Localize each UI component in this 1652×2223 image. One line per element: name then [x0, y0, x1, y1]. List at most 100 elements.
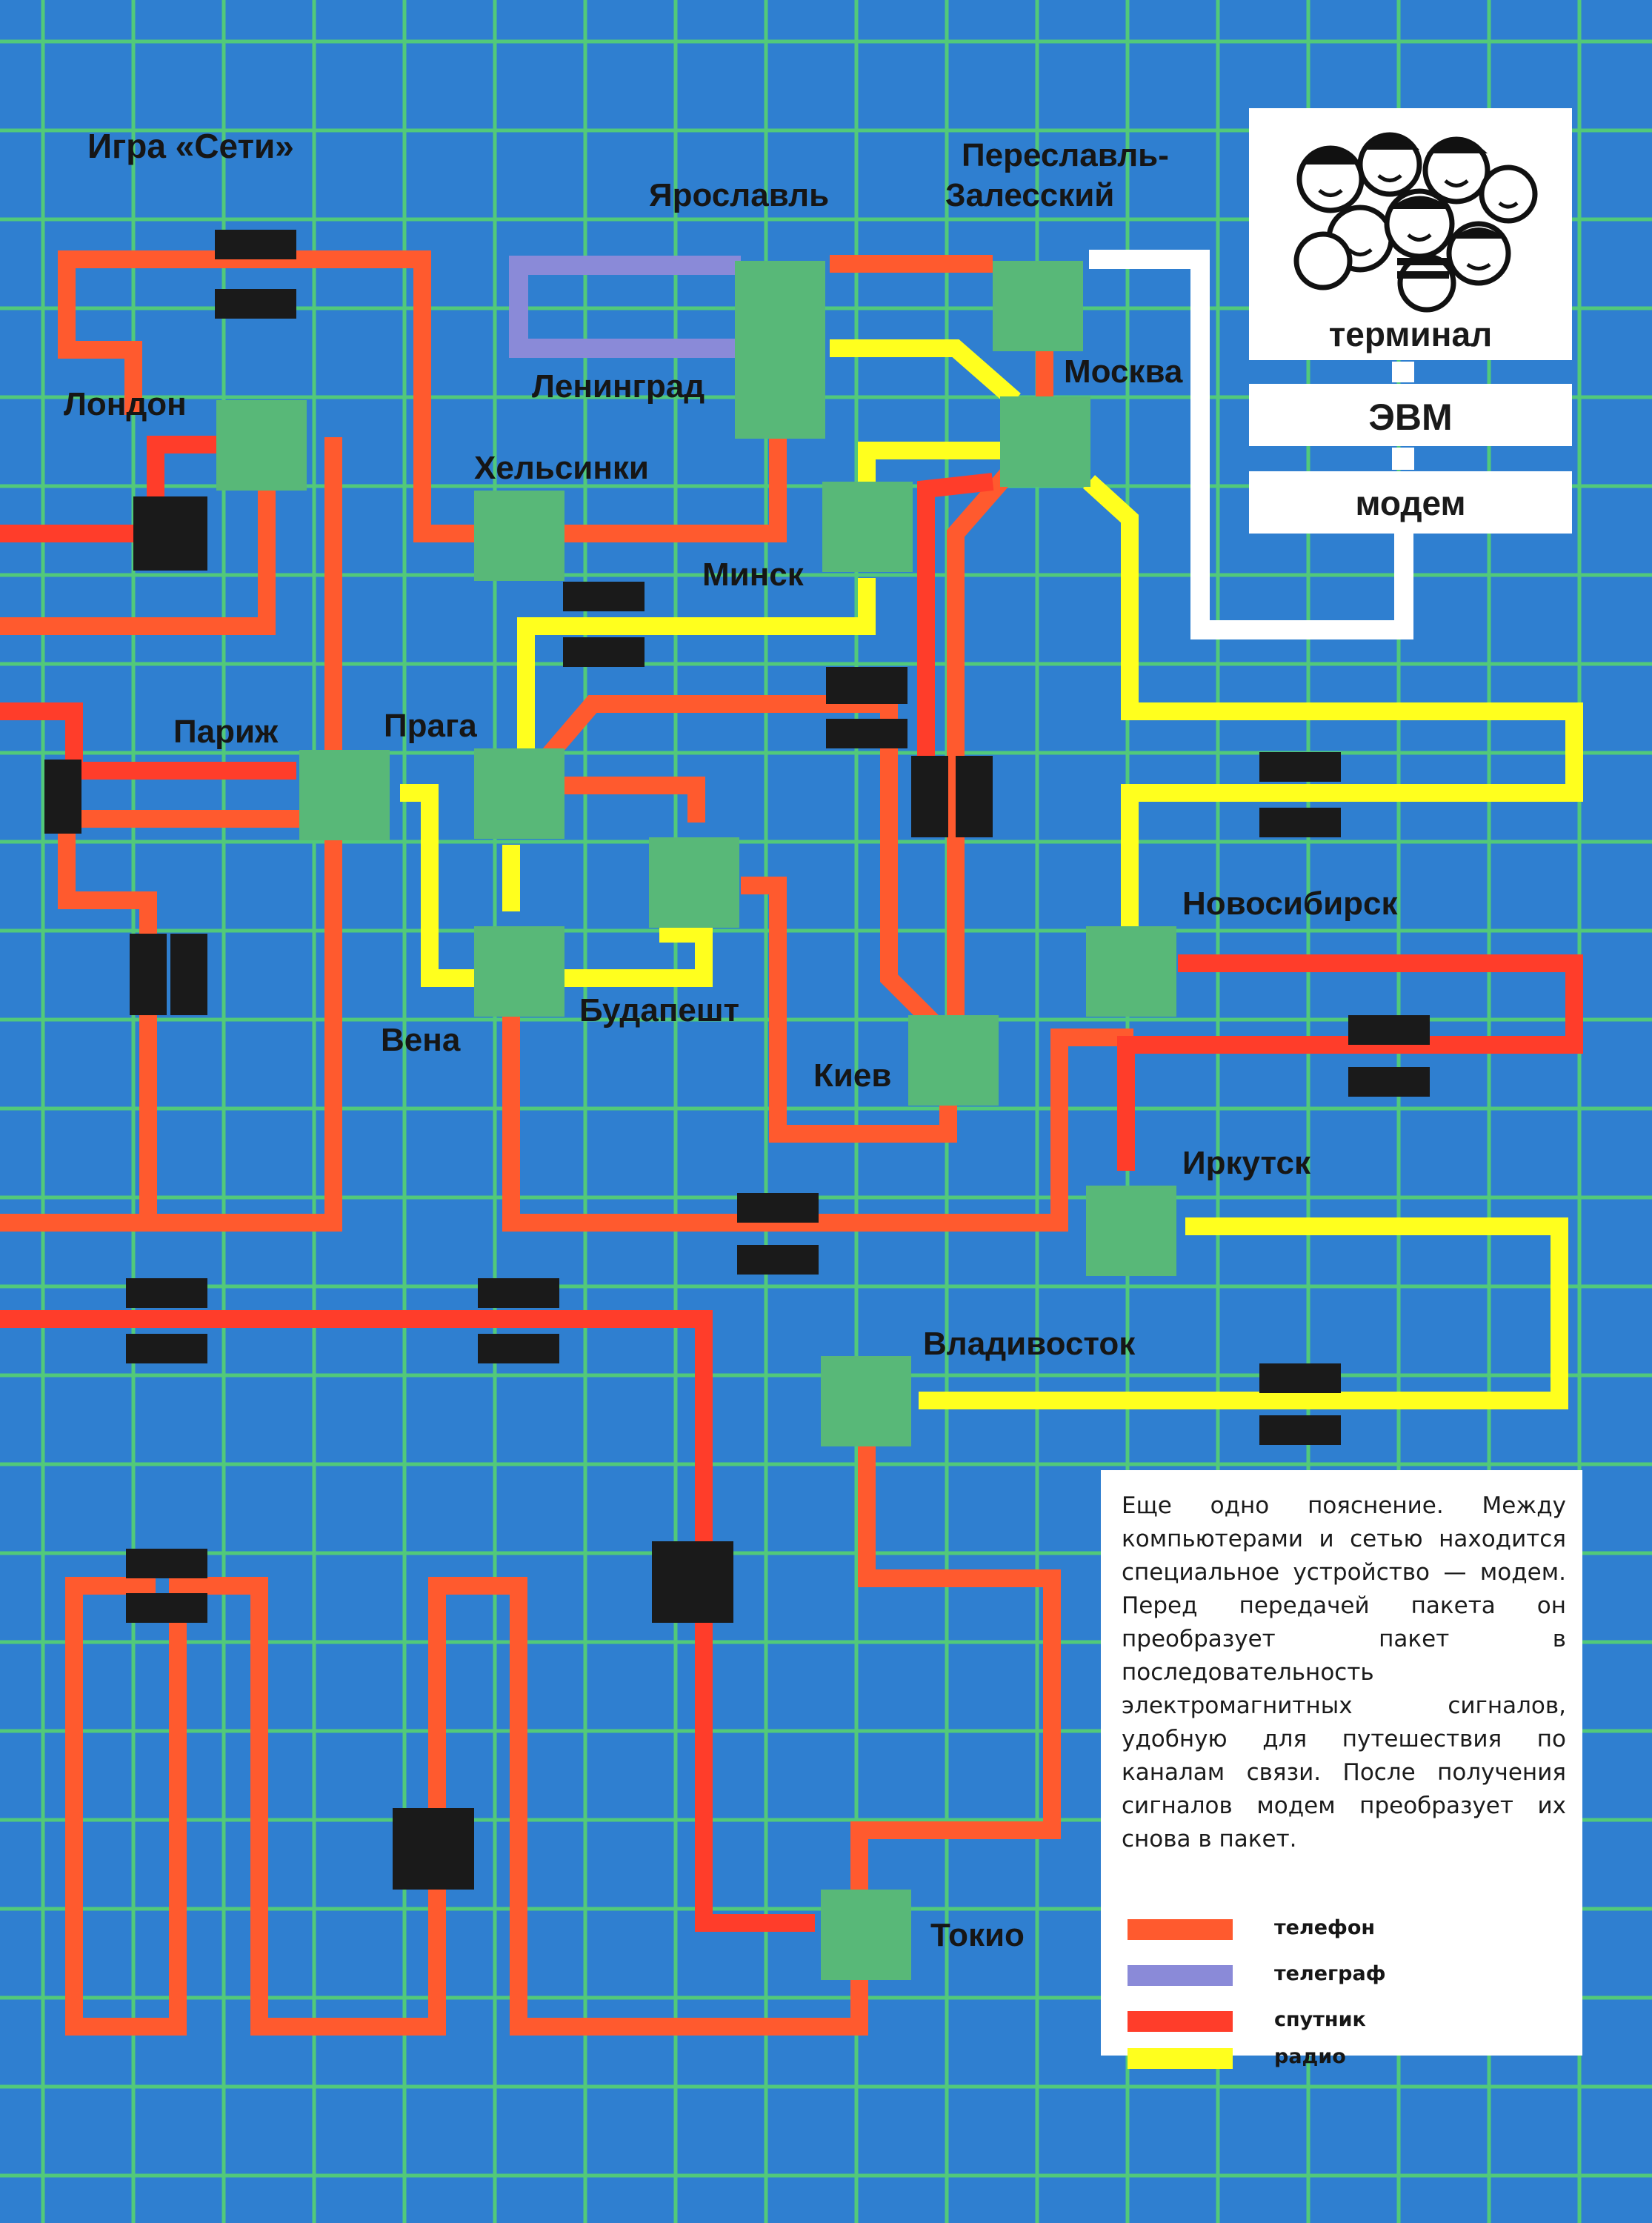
satellite-route-novosibirsk-irkutsk: [1117, 954, 1583, 1171]
packet-block: [126, 1334, 207, 1363]
city-label-kiev: Киев: [813, 1057, 892, 1094]
city-label-minsk: Минск: [702, 556, 804, 593]
packet-block: [563, 637, 645, 667]
city-label-moskva: Москва: [1064, 353, 1183, 390]
packet-block: [126, 1278, 207, 1308]
satellite-route-paris-west: [0, 702, 296, 780]
city-node-kiev: [908, 1015, 999, 1106]
packet-block: [478, 1278, 559, 1308]
packet-block: [563, 582, 645, 611]
city-label-vladivostok: Владивосток: [923, 1326, 1136, 1362]
city-nodes: [216, 261, 1176, 1980]
packet-block: [126, 1549, 207, 1578]
packet-block: [826, 719, 907, 748]
terminal-evm-connector: [1392, 362, 1414, 382]
packet-block: [652, 1541, 733, 1623]
modem-label: модем: [1355, 484, 1466, 522]
city-node-tokio: [821, 1890, 911, 1980]
packet-block: [126, 1593, 207, 1623]
packet-block: [133, 496, 170, 571]
city-node-yaroslavl: [735, 261, 825, 351]
packet-block: [44, 760, 81, 834]
packet-block: [737, 1193, 819, 1223]
legend-label-satellite: спутник: [1274, 2008, 1366, 2031]
evm-panel[interactable]: ЭВМ: [1249, 384, 1572, 446]
city-node-irkutsk: [1086, 1186, 1176, 1276]
city-node-minsk: [822, 482, 913, 572]
packet-block: [1259, 752, 1341, 782]
terminal-label: терминал: [1328, 315, 1493, 353]
terminal-panel[interactable]: терминал: [1249, 108, 1572, 360]
legend-label-telegraph: телеграф: [1274, 1962, 1386, 1985]
radio-route-leningrad-moscow: [830, 339, 1021, 408]
city-node-moskva: [1000, 396, 1090, 487]
channel-routes: [0, 250, 1583, 2036]
city-label-parizh: Париж: [173, 714, 279, 750]
city-label-tokio: Токио: [930, 1917, 1025, 1953]
satellite-route-london-west: [0, 436, 222, 542]
radio-route-minsk-praga: [517, 578, 876, 763]
evm-label: ЭВМ: [1368, 396, 1453, 438]
game-title: Игра «Сети»: [87, 127, 294, 165]
telephone-route-moscow-kiev: [947, 468, 1015, 1037]
satellite-route-moscow-south: [917, 473, 994, 771]
city-label-pereslavl-line2: Залесский: [945, 177, 1115, 213]
telephone-route-vladivostok-tokio: [850, 1408, 1061, 1897]
legend-label-telephone: телефон: [1274, 1916, 1376, 1939]
city-label-novosibirsk: Новосибирск: [1182, 885, 1398, 922]
city-label-praga: Прага: [384, 708, 477, 744]
city-node-pereslavl: [993, 261, 1083, 351]
city-node-helsinki: [474, 491, 564, 581]
city-node-praga: [474, 748, 564, 839]
evm-modem-connector: [1392, 448, 1414, 470]
legend-item-radio: радио: [1128, 2045, 1542, 2078]
packet-block: [215, 289, 296, 319]
packet-blocks: [44, 230, 1430, 1890]
city-node-parizh: [299, 750, 390, 840]
packet-block: [170, 934, 207, 1015]
city-node-london: [216, 400, 307, 491]
telephone-route-serpentine: [65, 1577, 868, 2036]
explanation-box: Еще одно пояснение. Между компьютерами и…: [1101, 1470, 1582, 2069]
radio-route-praga-vena-budapesht: [400, 784, 713, 987]
packet-block: [215, 230, 296, 259]
legend-item-satellite: спутник: [1128, 2007, 1542, 2036]
packet-block: [393, 1808, 474, 1890]
packet-block: [1259, 1415, 1341, 1445]
packet-block: [956, 756, 993, 837]
radio-route-irkutsk-vladivostok: [919, 1217, 1568, 1409]
city-node-novosibirsk: [1086, 926, 1176, 1017]
city-label-yaroslavl: Ярославль: [649, 177, 830, 213]
legend-item-telegraph: телеграф: [1128, 1961, 1542, 1990]
modem-panel[interactable]: модем: [1249, 471, 1572, 534]
legend-swatch-satellite: [1128, 2011, 1233, 2032]
telegraph-route-leningrad: [509, 256, 741, 358]
legend-item-telephone: телефон: [1128, 1915, 1542, 1944]
children-illustration: [1293, 132, 1538, 313]
city-label-vena: Вена: [381, 1022, 461, 1058]
telephone-route-paris-south: [0, 437, 342, 1232]
telephone-route-vena-irkutsk: [502, 1008, 1133, 1232]
city-label-leningrad: Ленинград: [532, 368, 705, 405]
legend-swatch-telephone: [1128, 1919, 1233, 1940]
city-node-vena: [474, 926, 564, 1017]
packet-block: [478, 1334, 559, 1363]
packet-block: [1348, 1067, 1430, 1097]
packet-block: [1259, 808, 1341, 837]
packet-block: [170, 496, 207, 571]
city-node-vladivostok: [821, 1356, 911, 1446]
telephone-route-praga-budapesht: [556, 777, 705, 823]
city-label-irkutsk: Иркутск: [1182, 1145, 1310, 1181]
packet-block: [130, 934, 167, 1015]
packet-block: [1259, 1363, 1341, 1393]
legend-swatch-telegraph: [1128, 1965, 1233, 1986]
city-label-pereslavl-line1: Переславль-: [962, 137, 1169, 173]
telephone-route-budapesht-kiev: [741, 877, 957, 1143]
legend-swatch-radio: [1128, 2048, 1233, 2069]
city-label-london: Лондон: [64, 386, 187, 422]
radio-route-moscow-novosibirsk: [1082, 475, 1583, 926]
legend-label-radio: радио: [1274, 2045, 1346, 2068]
city-label-helsinki: Хельсинки: [474, 450, 649, 486]
city-node-leningrad: [735, 348, 825, 439]
telephone-route-london-helsinki: [58, 250, 489, 542]
